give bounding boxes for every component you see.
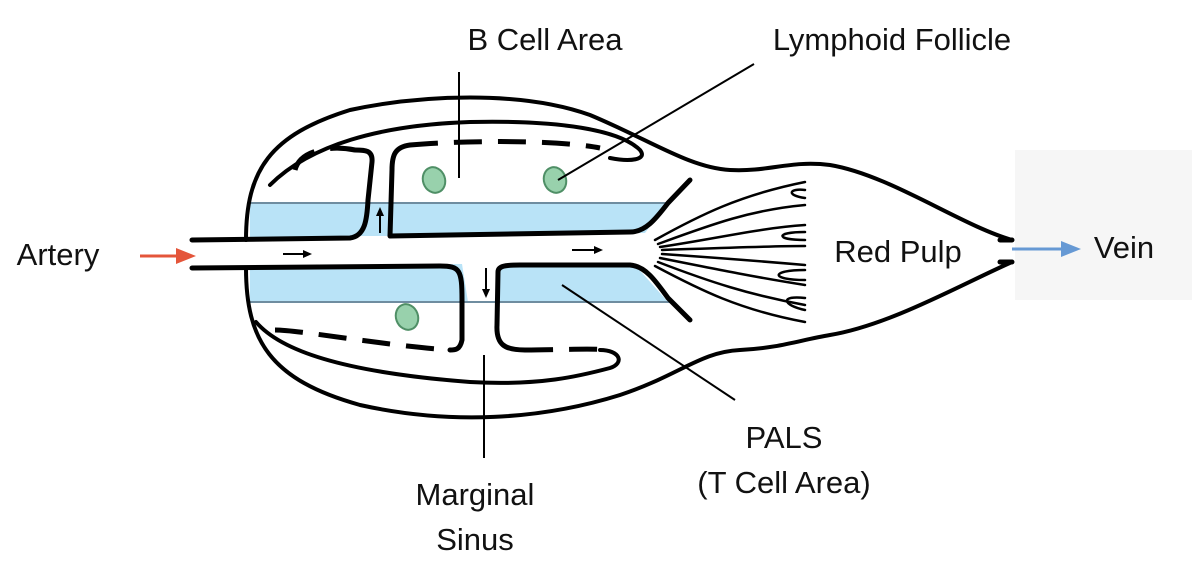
vein-outflow-arrow (1012, 241, 1081, 257)
artery-wall-upper-left (189, 147, 375, 243)
artery-wall-lower-left (189, 263, 465, 353)
pals-band-lower-right (498, 265, 668, 302)
pals-band-upper (250, 203, 668, 238)
marginal-sinus-dash-lower-left (274, 327, 451, 353)
marginal-sinus-dash-upper-right (409, 139, 601, 151)
leader-pals (561, 284, 736, 401)
leader-lymphoid-follicle (557, 63, 755, 181)
lymphoid-follicle-3 (394, 303, 420, 331)
label-red-pulp: Red Pulp (834, 234, 962, 269)
label-pals-line2: (T Cell Area) (697, 465, 870, 500)
label-lymphoid-follicle: Lymphoid Follicle (773, 22, 1011, 57)
label-marginal-sinus-line1: Marginal (416, 477, 535, 512)
marginal-sinus-dash-upper-left (292, 145, 356, 171)
lymphoid-follicle-2 (542, 166, 568, 194)
artery-inflow-arrow (140, 248, 196, 264)
label-b-cell-area: B Cell Area (467, 22, 623, 57)
capsule-inner-bottom (254, 320, 621, 385)
capsule-outer-bottom (244, 260, 1014, 420)
background-panel (1015, 150, 1192, 300)
marginal-sinus-dash-lower-right (524, 346, 611, 353)
label-pals-line1: PALS (746, 420, 823, 455)
label-artery: Artery (17, 237, 100, 272)
capsule-outer-top (244, 95, 1014, 242)
flow-right-artery (283, 250, 312, 258)
pals-band-lower-left (250, 264, 468, 302)
flow-right-central (572, 246, 603, 254)
artery-wall-lower-right (494, 262, 693, 353)
label-vein: Vein (1094, 230, 1154, 265)
label-marginal-sinus-line2: Sinus (436, 522, 514, 557)
lymphoid-follicle-1 (421, 166, 447, 194)
capsule-inner-top (268, 119, 644, 187)
red-pulp-sinusoids (653, 180, 807, 324)
flow-up-branch (376, 207, 384, 233)
flow-down-branch (482, 268, 490, 298)
artery-wall-upper-right (387, 142, 693, 239)
